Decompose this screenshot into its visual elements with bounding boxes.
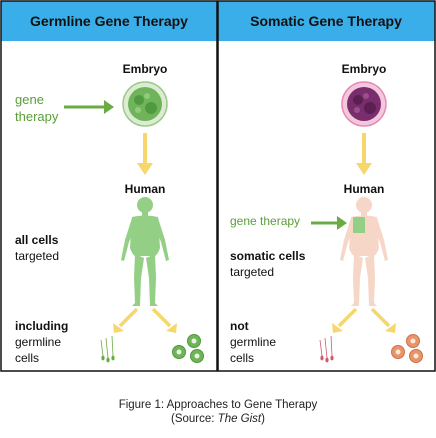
germline-result-line3: cells — [15, 351, 39, 365]
germline-header-bg — [1, 1, 217, 41]
somatic-treated-tissue — [353, 217, 365, 233]
germline-result-line1: including — [15, 319, 68, 333]
germline-human-figure — [121, 197, 169, 306]
germline-targeted-line1: all cells — [15, 233, 59, 247]
somatic-result-line2: germline — [230, 335, 276, 349]
somatic-egg-cells — [391, 334, 423, 363]
somatic-targeted-line2: targeted — [230, 265, 274, 279]
somatic-result-line1: not — [230, 319, 249, 333]
somatic-therapy-label: gene therapy — [230, 214, 300, 228]
caption-source-suffix: ) — [261, 413, 265, 425]
germline-therapy-label-line1: gene — [15, 92, 44, 107]
caption-source-prefix: (Source: — [171, 413, 218, 425]
germline-sperm-cells — [100, 335, 115, 363]
caption-line2: (Source: The Gist) — [0, 413, 436, 425]
somatic-sperm-cells — [319, 335, 334, 363]
somatic-human-figure — [340, 197, 388, 306]
figure-caption: Figure 1: Approaches to Gene Therapy (So… — [0, 399, 436, 425]
somatic-embryo-cell — [341, 81, 387, 127]
somatic-panel-border — [217, 0, 436, 372]
germline-human-label: Human — [125, 182, 166, 196]
germline-panel-border — [0, 0, 218, 372]
somatic-panel: Somatic Gene Therapy Embryo Human gene t… — [217, 0, 436, 372]
germline-left-arrow — [113, 307, 139, 333]
somatic-targeted-line1: somatic cells — [230, 249, 306, 263]
germline-header: Germline Gene Therapy — [30, 13, 188, 29]
germline-therapy-arrow — [64, 100, 114, 114]
gene-therapy-diagram: Germline Gene Therapy Embryo gene therap… — [0, 0, 436, 372]
caption-source-name: The Gist — [217, 413, 262, 425]
somatic-header-bg — [218, 1, 435, 41]
germline-panel: Germline Gene Therapy Embryo gene therap… — [0, 0, 218, 372]
somatic-right-arrow — [370, 307, 396, 333]
germline-targeted-line2: targeted — [15, 249, 59, 263]
germline-embryo-cell — [122, 81, 168, 127]
germline-right-arrow — [151, 307, 177, 333]
germline-result-line2: germline — [15, 335, 61, 349]
germline-egg-cells — [172, 334, 204, 363]
somatic-human-label: Human — [344, 182, 385, 196]
germline-therapy-label-line2: therapy — [15, 109, 59, 124]
somatic-therapy-arrow — [311, 216, 347, 230]
caption-line1: Figure 1: Approaches to Gene Therapy — [118, 399, 318, 411]
somatic-down-arrow — [356, 133, 372, 175]
somatic-embryo-label: Embryo — [342, 62, 387, 76]
somatic-left-arrow — [332, 307, 358, 333]
somatic-header: Somatic Gene Therapy — [250, 13, 402, 29]
somatic-result-line3: cells — [230, 351, 254, 365]
germline-down-arrow — [137, 133, 153, 175]
germline-embryo-label: Embryo — [123, 62, 168, 76]
